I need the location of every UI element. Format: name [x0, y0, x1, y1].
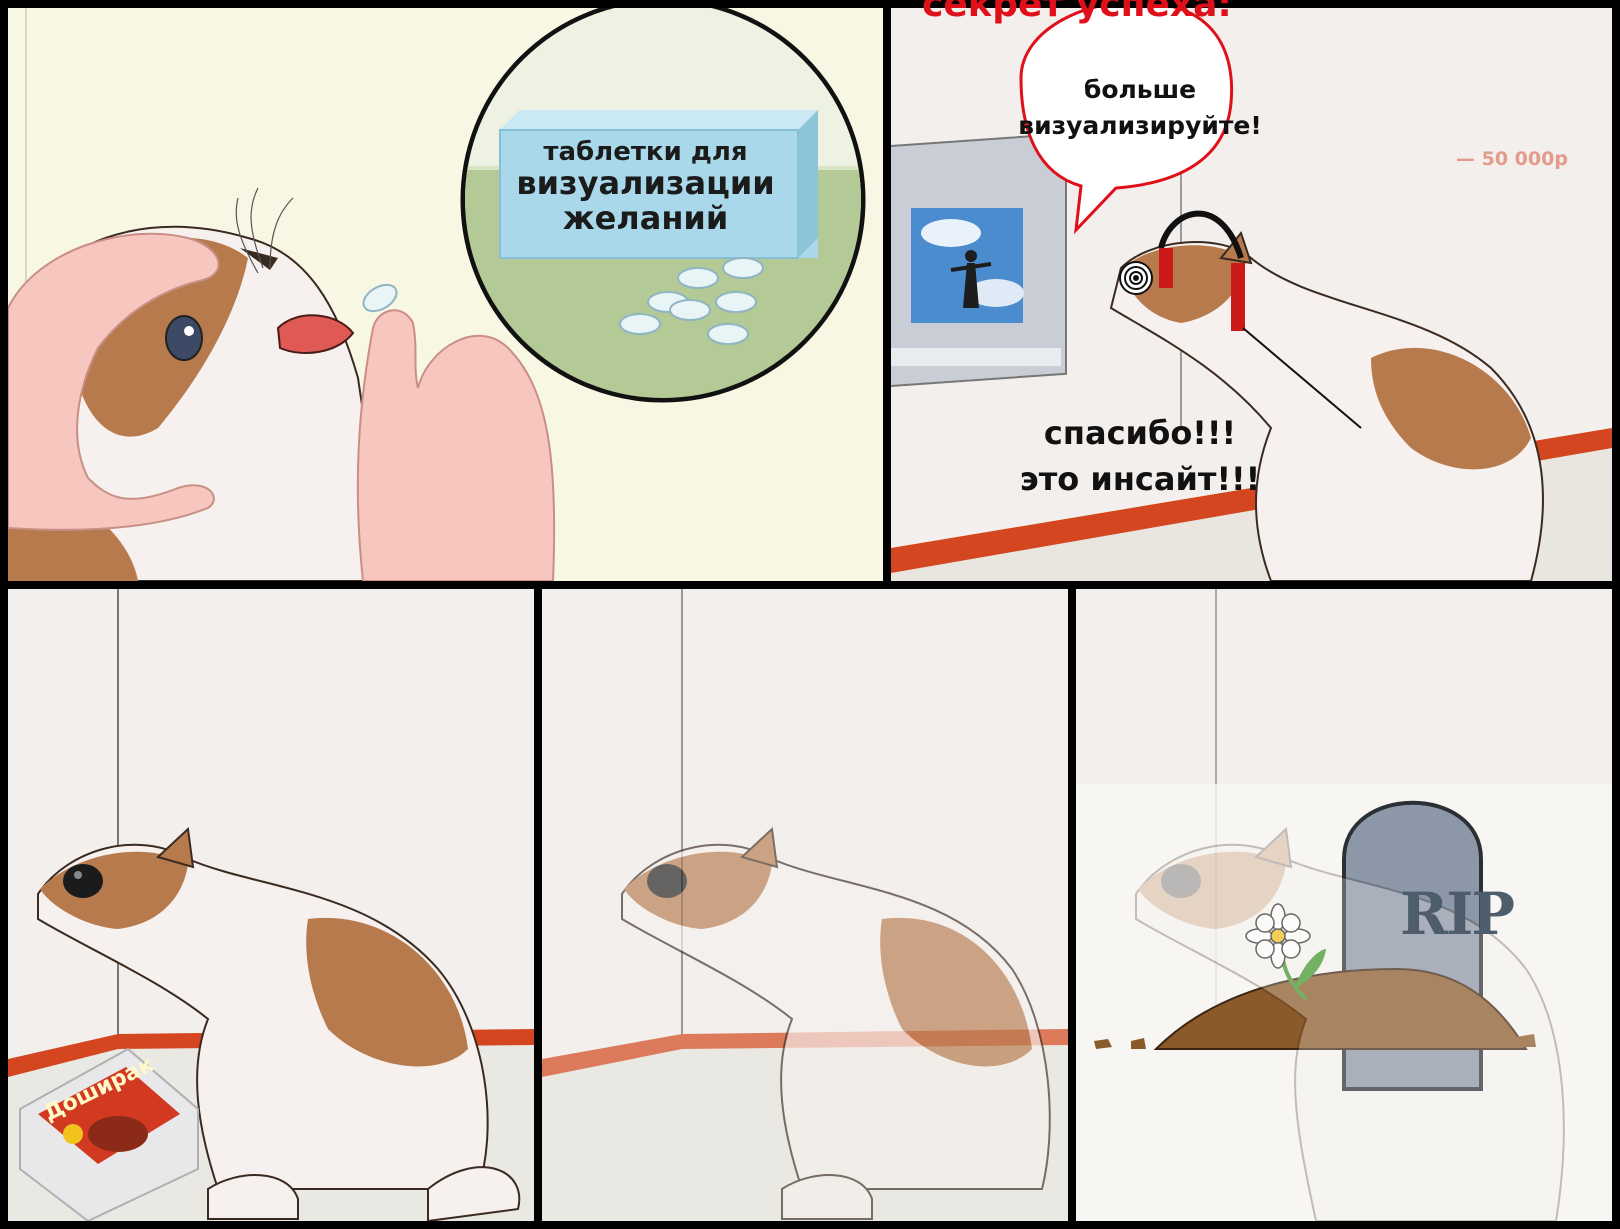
- panel-pill-illustration: [8, 8, 866, 581]
- title: секрет успеха:: [922, 0, 1232, 25]
- tombstone-text: RIP: [1400, 880, 1515, 948]
- panel-rip-illustration: [1076, 589, 1612, 1221]
- flower: [1245, 903, 1311, 969]
- panel-visualize: [891, 8, 1612, 581]
- pillbox-line-1: таблетки для: [543, 137, 748, 167]
- pillbox-line-3: желаний: [562, 198, 729, 237]
- price-label: — 50 000р: [1456, 148, 1568, 170]
- panel-pill: таблетки для визуализации желаний: [8, 8, 883, 581]
- bubble-line-2: визуализируйте!: [1018, 111, 1262, 141]
- panel-cat-noodles-illustration: [8, 589, 534, 1221]
- panel-fading-cat-illustration: [542, 589, 1068, 1221]
- hypno-eye: [1119, 261, 1153, 295]
- noodle-package: [19, 1047, 199, 1221]
- thanks-line-2: это инсайт!!!: [1019, 460, 1261, 499]
- thanks-caption: спасибо!!! это инсайт!!!: [1010, 410, 1270, 503]
- panel-rip: [1076, 589, 1612, 1221]
- speech-bubble: больше визуализируйте!: [1000, 72, 1280, 145]
- bubble-line-1: больше: [1083, 75, 1197, 104]
- thanks-line-1: спасибо!!!: [1043, 414, 1237, 452]
- panel-fading-cat: [542, 589, 1068, 1221]
- panel-cat-noodles: [8, 589, 534, 1221]
- panel-visualize-illustration: [891, 8, 1612, 581]
- pillbox-line-2: визуализации: [516, 164, 775, 203]
- pillbox-label: таблетки для визуализации желаний: [493, 138, 798, 235]
